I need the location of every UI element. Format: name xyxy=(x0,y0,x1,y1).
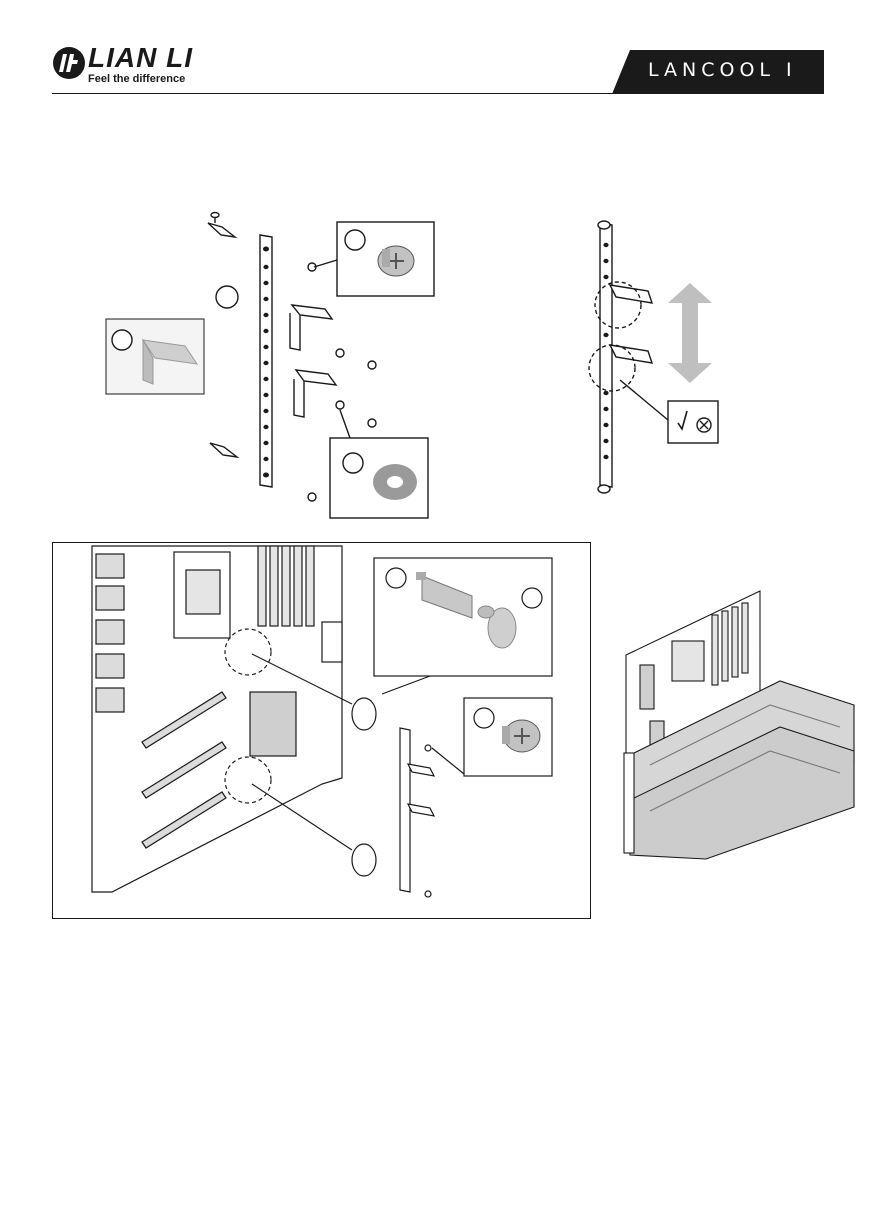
page-header: LIAN LI Feel the difference LANCOOL I xyxy=(0,0,876,100)
up-down-arrow-icon xyxy=(668,283,712,383)
model-name: LANCOOL I xyxy=(648,59,797,81)
lian-li-logo-icon xyxy=(52,46,86,80)
screw-detail-top xyxy=(378,246,414,276)
brand-wordmark: LIAN LI Feel the difference xyxy=(88,44,193,85)
clip-detail-callout xyxy=(105,318,205,396)
motherboard-install-diagram xyxy=(52,542,592,920)
bracket-adjustment-diagram xyxy=(560,205,730,505)
assembled-gpu-view xyxy=(620,585,875,860)
header-divider xyxy=(52,93,824,94)
brand-name: LIAN LI xyxy=(88,44,193,72)
standoff-top xyxy=(208,213,235,238)
brand-tagline: Feel the difference xyxy=(88,73,193,85)
